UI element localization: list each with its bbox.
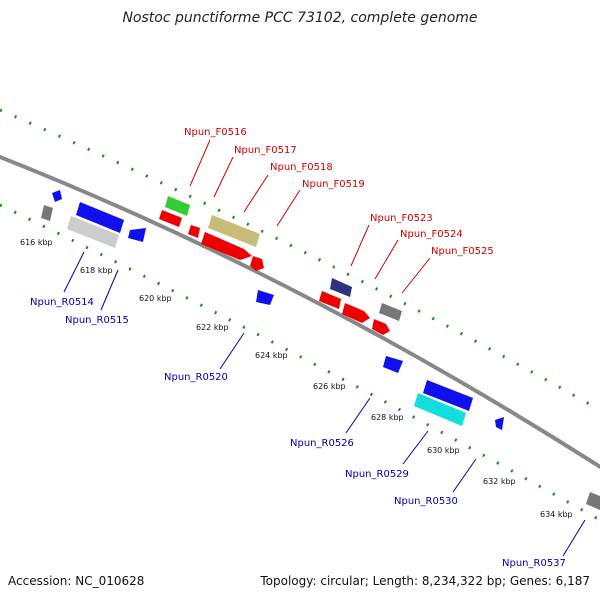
kbp-label: 618 kbp [80, 266, 113, 275]
gene-label-forward[interactable]: Npun_F0517 [234, 145, 297, 156]
gene-F0524b[interactable] [342, 303, 370, 323]
gene-R0515[interactable] [67, 216, 119, 248]
gene-R0529[interactable] [423, 380, 473, 411]
gene-label-reverse[interactable]: Npun_R0529 [345, 469, 409, 480]
gene-small-blue-1[interactable] [52, 190, 62, 202]
gene-label-forward[interactable]: Npun_F0518 [270, 162, 333, 173]
gene-F0516[interactable] [165, 196, 190, 216]
gene-F0525a[interactable] [372, 319, 390, 335]
gene-R0514[interactable] [76, 202, 124, 233]
kbp-scale: 616 kbp 618 kbp 620 kbp 622 kbp 624 kbp … [20, 238, 573, 519]
kbp-label: 624 kbp [255, 351, 288, 360]
gene-label-forward[interactable]: Npun_F0516 [184, 127, 247, 138]
reverse-genes [41, 190, 600, 510]
gene-R0537[interactable] [586, 492, 600, 510]
gene-F0519a[interactable] [208, 215, 260, 247]
gene-R0526[interactable] [383, 356, 403, 373]
gene-small-blue-3[interactable] [495, 417, 504, 430]
gene-label-reverse[interactable]: Npun_R0537 [502, 558, 566, 569]
kbp-label: 626 kbp [313, 382, 346, 391]
reverse-leaders [63, 251, 586, 557]
gene-blue-2[interactable] [128, 228, 146, 242]
forward-genes [159, 196, 402, 335]
gene-gray-1[interactable] [41, 205, 53, 221]
inner-tick-track [0, 203, 600, 522]
gene-label-forward[interactable]: Npun_F0524 [400, 229, 463, 240]
outer-tick-track [0, 108, 600, 412]
gene-F0517[interactable] [159, 210, 182, 227]
accession-text: Accession: NC_010628 [8, 574, 145, 588]
gene-F0519c[interactable] [250, 256, 264, 271]
gene-F0518[interactable] [188, 225, 200, 238]
kbp-label: 632 kbp [483, 477, 516, 486]
gene-label-forward[interactable]: Npun_F0525 [431, 246, 494, 257]
genome-backbone [0, 154, 600, 470]
gene-label-forward[interactable]: Npun_F0523 [370, 213, 433, 224]
gene-label-forward[interactable]: Npun_F0519 [302, 179, 365, 190]
gene-F0525b[interactable] [379, 303, 402, 321]
gene-label-reverse[interactable]: Npun_R0526 [290, 438, 354, 449]
gene-label-reverse[interactable]: Npun_R0530 [394, 496, 458, 507]
gene-R0520[interactable] [256, 290, 274, 305]
kbp-label: 622 kbp [196, 323, 229, 332]
kbp-label: 634 kbp [540, 510, 573, 519]
gene-F0524a[interactable] [319, 291, 341, 309]
forward-leaders [189, 139, 431, 294]
gene-label-reverse[interactable]: Npun_R0514 [30, 297, 94, 308]
reverse-gene-labels: Npun_R0514 Npun_R0515 Npun_R0520 Npun_R0… [30, 297, 566, 569]
kbp-label: 620 kbp [139, 294, 172, 303]
gene-R0530[interactable] [414, 393, 466, 426]
gene-label-reverse[interactable]: Npun_R0520 [164, 372, 228, 383]
gene-label-reverse[interactable]: Npun_R0515 [65, 315, 129, 326]
kbp-label: 616 kbp [20, 238, 53, 247]
gene-F0523[interactable] [330, 278, 352, 297]
gene-F0519b[interactable] [201, 232, 252, 260]
topology-text: Topology: circular; Length: 8,234,322 bp… [260, 574, 590, 588]
kbp-label: 628 kbp [371, 413, 404, 422]
kbp-label: 630 kbp [427, 446, 460, 455]
genome-title: Nostoc punctiforme PCC 73102, complete g… [122, 10, 478, 26]
forward-gene-labels: Npun_F0516 Npun_F0517 Npun_F0518 Npun_F0… [184, 127, 494, 257]
